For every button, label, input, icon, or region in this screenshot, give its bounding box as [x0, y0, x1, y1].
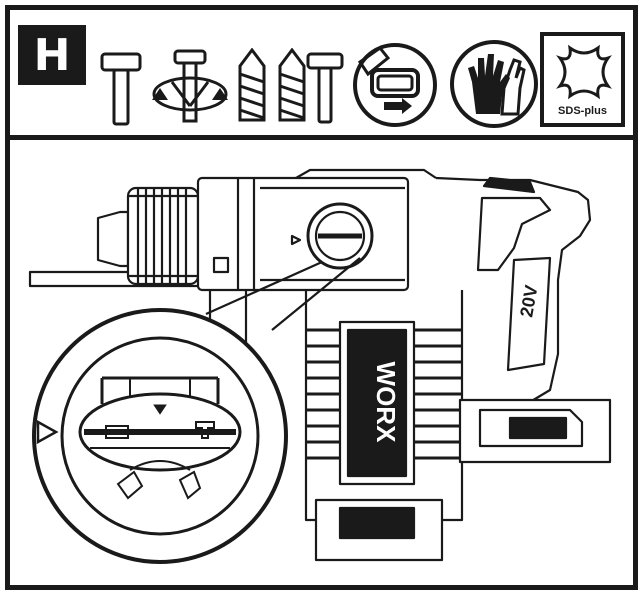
protective-gloves-icon: [450, 40, 538, 128]
mode-selector-detail: [32, 308, 288, 564]
drill-bit-icon: [238, 48, 266, 122]
instruction-panel: H: [5, 5, 638, 590]
sds-plus-label: SDS-plus: [558, 105, 607, 117]
chisel-rotation-lock-icon: [152, 49, 228, 123]
sds-plus-box: SDS-plus: [540, 32, 625, 127]
step-badge: H: [18, 25, 86, 85]
hammer-action-mode-icon: [353, 43, 437, 127]
hammer-symbol-icon: [100, 52, 142, 126]
rotary-hammer-drawing: 20V WORX: [28, 168, 612, 564]
step-letter: H: [33, 29, 71, 81]
brand-logo: WORX: [371, 362, 401, 444]
tool-illustration: 20V WORX: [10, 140, 633, 585]
drill-bit-with-hammer-icon: [278, 48, 344, 124]
header-band: H: [10, 10, 633, 140]
sds-plus-shank-icon: [556, 44, 612, 100]
